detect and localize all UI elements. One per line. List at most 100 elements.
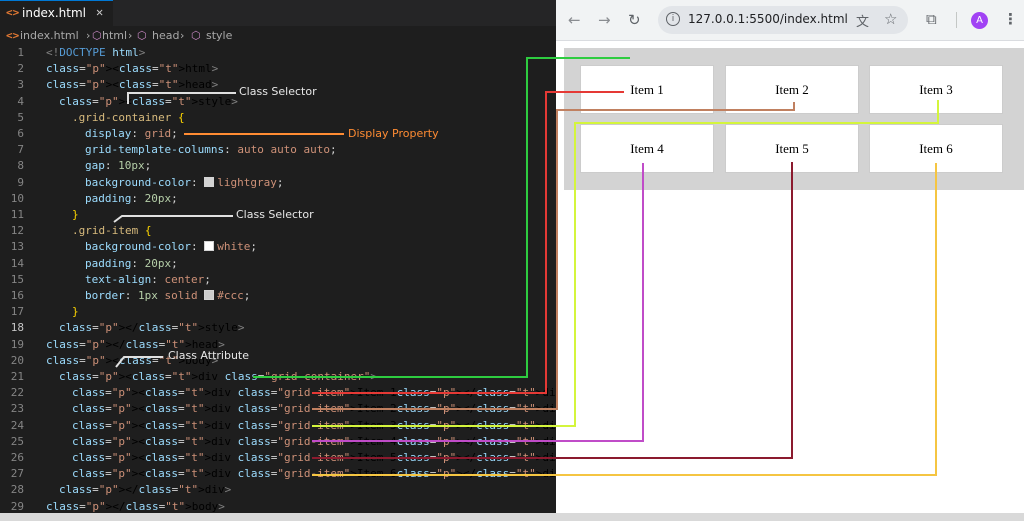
breadcrumb: <> index.html › ⬡ html › ⬡ head › ⬡ styl… (0, 26, 556, 46)
code-line[interactable]: 11} (0, 207, 556, 223)
code-text: class="p"><class="t">head> (46, 78, 219, 92)
translate-icon[interactable]: ⽂ (856, 15, 870, 30)
browser-toolbar: ← → ↻ i 127.0.0.1:5500/index.html ⽂ ☆ ⧉ … (556, 0, 1024, 41)
line-number: 10 (10, 191, 24, 205)
breadcrumb-item-file[interactable]: index.html (20, 29, 79, 42)
code-text: class="p"><class="t">div class="grid-ite… (72, 418, 569, 432)
line-number: 13 (10, 240, 24, 254)
code-text: class="p"><class="t">div class="grid-ite… (72, 434, 569, 448)
breadcrumb-item-head[interactable]: head (152, 29, 180, 42)
line-number: 4 (17, 94, 24, 108)
code-text: text-align: center; (85, 272, 211, 286)
label-class-selector-2: Class Selector (236, 208, 314, 221)
back-icon[interactable]: ← (568, 11, 581, 29)
menu-icon[interactable]: ⋮ (1003, 10, 1018, 28)
grid-item-6: Item 6 (869, 124, 1003, 173)
code-text: padding: 20px; (85, 191, 178, 205)
line-number: 8 (17, 159, 24, 173)
address-bar[interactable]: i 127.0.0.1:5500/index.html ⽂ ☆ (658, 6, 908, 34)
code-text: border: 1px solid #ccc; (85, 289, 251, 302)
code-text: class="p"></class="t">body> (46, 499, 225, 513)
code-line[interactable]: 24 class="p"><class="t">div class="grid-i… (0, 418, 569, 434)
line-number: 20 (10, 353, 24, 367)
taskbar-strip (0, 513, 1024, 521)
code-line[interactable]: 5.grid-container { (0, 110, 556, 126)
line-number: 23 (10, 402, 24, 416)
code-text: class="p"><class="t">div class="grid-ite… (72, 451, 569, 464)
code-text: class="p"><class="t">div class="grid-con… (59, 370, 377, 383)
element-icon: ⬡ (92, 29, 102, 42)
code-line[interactable]: 6 display: grid; (0, 126, 556, 142)
line-number: 24 (10, 418, 24, 432)
code-text: class="p"><class="t">div class="grid-ite… (72, 467, 569, 481)
reload-icon[interactable]: ↻ (628, 11, 641, 29)
code-line[interactable]: 23 class="p"><class="t">div class="grid-i… (0, 401, 569, 417)
code-text: class="p"><class="t">style> (59, 94, 238, 108)
toolbar-divider (956, 12, 957, 28)
label-class-selector-1: Class Selector (239, 85, 317, 98)
code-text: } (72, 305, 79, 319)
html-file-icon: <> (6, 6, 20, 19)
grid-item-5: Item 5 (725, 124, 859, 173)
code-text: class="p"><class="t">html> (46, 62, 219, 76)
line-number: 1 (17, 46, 24, 59)
line-number: 14 (10, 256, 24, 270)
line-number: 11 (10, 208, 24, 221)
line-number: 16 (10, 289, 24, 302)
bookmark-star-icon[interactable]: ☆ (884, 10, 898, 28)
forward-icon[interactable]: → (598, 11, 611, 29)
code-line[interactable]: 1<!DOCTYPE html> (0, 45, 556, 61)
code-text: class="p"><class="t">div class="grid-ite… (72, 402, 569, 416)
code-text: padding: 20px; (85, 256, 178, 270)
line-number: 25 (10, 434, 24, 448)
line-number: 2 (17, 62, 24, 76)
tab-label: index.html (22, 6, 86, 20)
line-number: 9 (17, 175, 24, 189)
line-number: 12 (10, 224, 24, 238)
code-line[interactable]: 2 class="p"><class="t">html> (0, 61, 556, 77)
browser-window: ← → ↻ i 127.0.0.1:5500/index.html ⽂ ☆ ⧉ … (556, 0, 1024, 521)
chevron-right-icon: › (128, 29, 133, 42)
tab-index-html[interactable]: <> index.html ✕ (0, 0, 113, 26)
chevron-right-icon: › (180, 29, 185, 42)
code-line[interactable]: 17} (0, 304, 556, 320)
code-line[interactable]: 25 class="p"><class="t">div class="grid-i… (0, 434, 569, 450)
line-number: 29 (10, 499, 24, 513)
avatar[interactable]: A (971, 12, 988, 29)
code-text: display: grid; (85, 127, 178, 140)
label-class-attribute: Class Attribute (168, 349, 250, 362)
site-info-icon[interactable]: i (666, 12, 680, 26)
code-text: } (72, 208, 79, 221)
close-icon[interactable]: ✕ (96, 5, 104, 19)
code-line[interactable]: 29 class="p"></class="t">body> (0, 499, 556, 515)
code-line[interactable]: 10 padding: 20px; (0, 191, 556, 207)
code-text: grid-template-columns: auto auto auto; (85, 143, 337, 157)
line-number: 28 (10, 483, 24, 497)
line-number: 6 (17, 127, 24, 140)
code-line[interactable]: 16 border: 1px solid #ccc; (0, 288, 556, 304)
grid-item-3: Item 3 (869, 65, 1003, 114)
grid-item-2: Item 2 (725, 65, 859, 114)
code-line[interactable]: 14 padding: 20px; (0, 256, 556, 272)
breadcrumb-item-style[interactable]: style (206, 29, 233, 42)
grid-item-4: Item 4 (580, 124, 714, 173)
breadcrumb-item-html[interactable]: html (102, 29, 128, 42)
line-number: 19 (10, 337, 24, 351)
editor-tab-bar: <> index.html ✕ (0, 0, 556, 26)
extensions-icon[interactable]: ⧉ (926, 10, 937, 28)
code-line[interactable]: 12.grid-item { (0, 223, 556, 239)
